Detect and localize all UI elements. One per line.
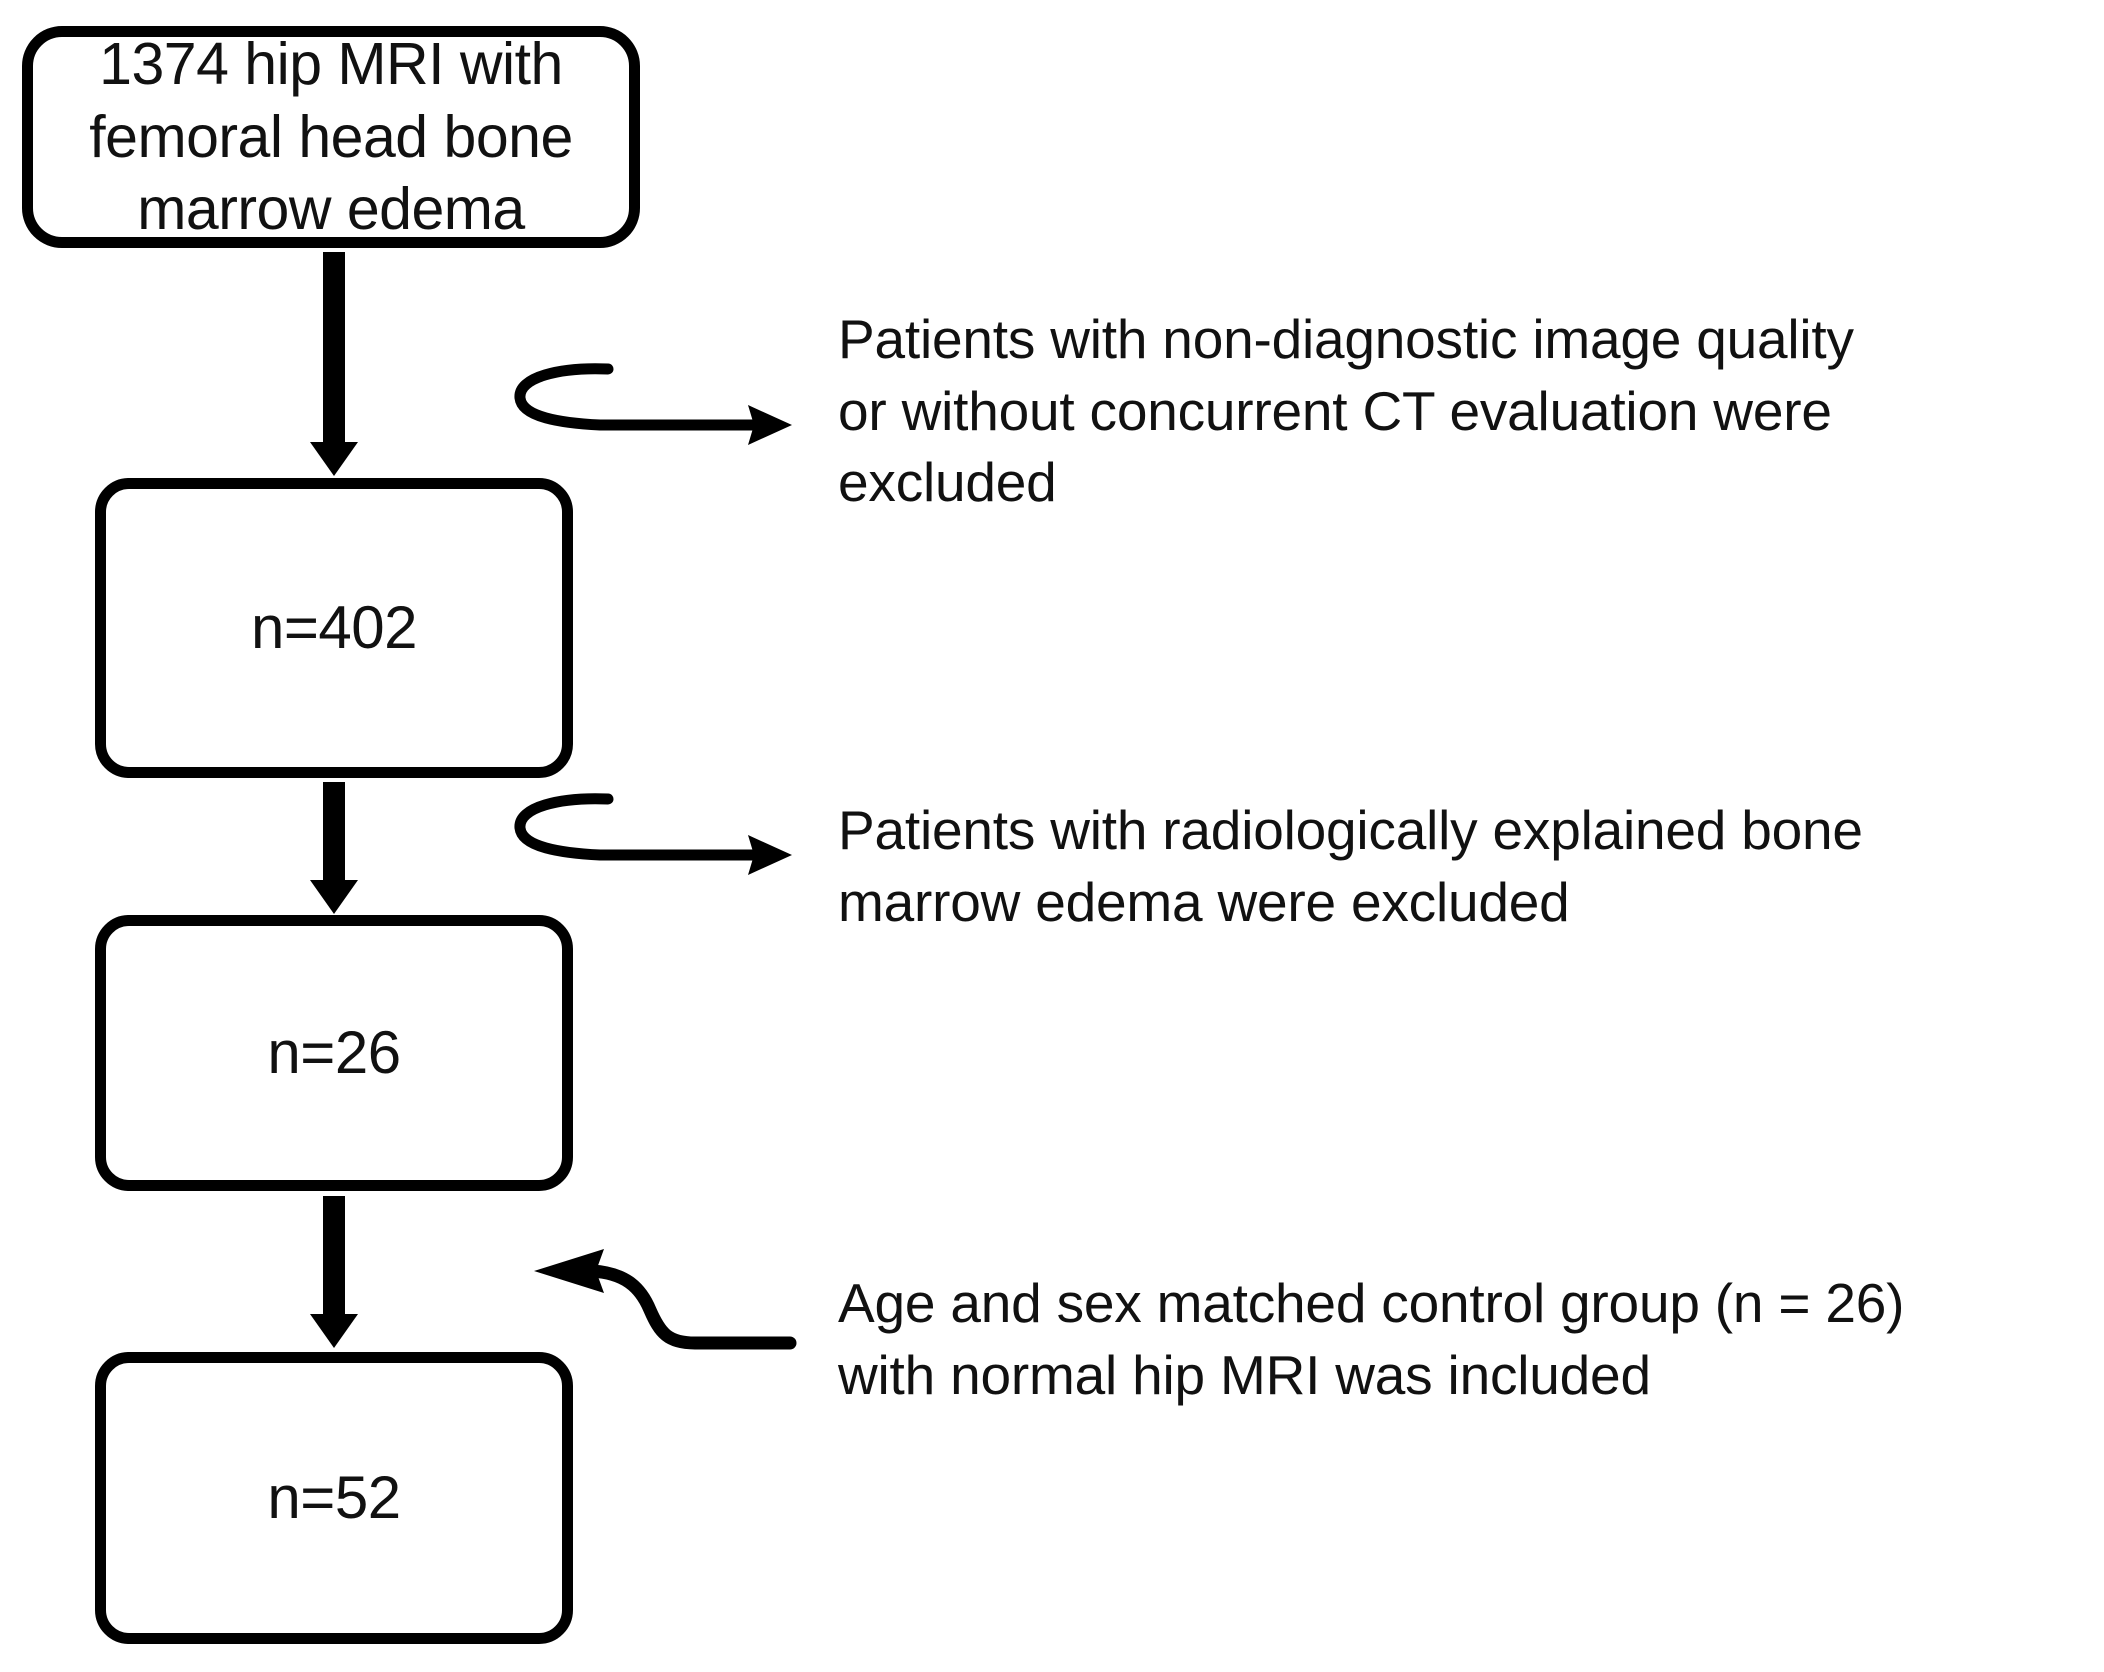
flow-box-stage-3: n=52: [95, 1352, 573, 1644]
flow-box-stage-2: n=26: [95, 915, 573, 1191]
annotation-exclusion-1-line-2: or without concurrent CT evaluation were: [838, 379, 1832, 442]
arrow-head-down-icon: [310, 1314, 358, 1348]
annotation-exclusion-2: Patients with radiologically explained b…: [838, 795, 2082, 938]
down-arrow-stage-2-to-stage-3: [310, 1196, 358, 1348]
arrow-shaft: [323, 1196, 345, 1314]
down-arrow-stage-1-to-stage-2: [310, 782, 358, 914]
flow-box-source-cohort-label: 1374 hip MRI with femoral head bone marr…: [89, 31, 573, 243]
annotation-exclusion-2-line-1: Patients with radiologically explained b…: [838, 799, 1863, 861]
flow-box-stage-1-label: n=402: [250, 594, 418, 662]
down-arrow-source-to-stage-1: [310, 252, 358, 476]
flow-box-stage-1: n=402: [95, 478, 573, 778]
arrow-head-down-icon: [310, 880, 358, 914]
annotation-inclusion-1-line-2: with normal hip MRI was included: [838, 1343, 1651, 1406]
annotation-exclusion-1-line-1: Patients with non-diagnostic image quali…: [838, 308, 1854, 370]
curved-arrow-exclusion-1-icon: [514, 363, 792, 445]
arrow-head-down-icon: [310, 442, 358, 476]
arrow-shaft: [323, 782, 345, 880]
arrow-shaft: [323, 252, 345, 442]
annotation-exclusion-1-line-3: excluded: [838, 451, 1057, 513]
flow-box-stage-2-label: n=26: [267, 1019, 401, 1087]
flow-box-source-cohort: 1374 hip MRI with femoral head bone marr…: [22, 26, 640, 248]
annotation-inclusion-1-line-1: Age and sex matched control group (n = 2…: [838, 1272, 1905, 1334]
annotation-inclusion-1: Age and sex matched control group (n = 2…: [838, 1268, 2082, 1411]
annotation-exclusion-1: Patients with non-diagnostic image quali…: [838, 304, 2082, 519]
annotation-exclusion-2-line-2: marrow edema were excluded: [838, 870, 1570, 933]
flow-box-stage-3-label: n=52: [267, 1464, 401, 1532]
curved-arrow-exclusion-2-icon: [514, 793, 792, 875]
